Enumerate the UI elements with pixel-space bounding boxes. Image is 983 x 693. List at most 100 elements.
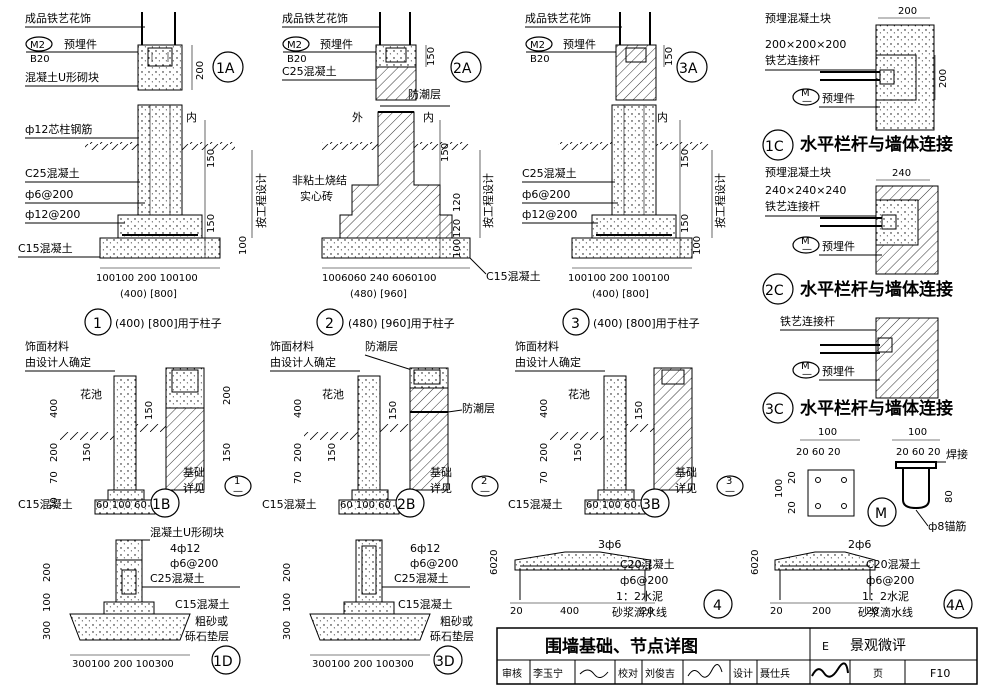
label-c25-2A: C25混凝土 xyxy=(282,64,337,78)
dim-1B-400: 400 xyxy=(49,399,60,418)
label-bars-6-12: 6ф12 xyxy=(410,542,440,555)
detail-M-label: M xyxy=(875,506,887,522)
ref-1B: 1 xyxy=(234,476,240,487)
label-c20-4A: C20混凝土 xyxy=(866,557,921,571)
dim-2-100: 100 xyxy=(452,239,463,258)
caption-1: (400) [800]用于柱子 xyxy=(115,316,222,330)
detail-2B-label: 2B xyxy=(397,497,416,513)
detail-3D-label: 3D xyxy=(435,654,455,670)
detail-2: 防潮层 外 内 非粘土烧结 实心砖 150 120 120 100 按工程设计 … xyxy=(292,87,541,336)
detail-4: 3ф6 C20混凝土 ф6@200 1：2水泥 砂浆滴水线 6020 20 40… xyxy=(489,538,733,619)
detail-1A: 成品铁艺花饰 M2 B20 预埋件 混凝土U形砌块 200 1A xyxy=(25,11,244,91)
check-label: 校对 xyxy=(618,667,638,680)
label-size-200: 200×200×200 xyxy=(765,38,846,51)
label-iron-rod-3C: 铁艺连接杆 xyxy=(780,314,835,328)
dim-M-100: 100 xyxy=(818,427,837,438)
label-gravel-3D: 砾石垫层 xyxy=(430,629,474,643)
label-dash-3C: — xyxy=(802,369,812,380)
dim-4-400: 400 xyxy=(560,606,579,617)
label-c25-1D: C25混凝土 xyxy=(150,571,205,585)
caption-3: (400) [800]用于柱子 xyxy=(593,316,700,330)
dim-M-80: 80 xyxy=(944,490,955,503)
dim-3-bottom: 100100 200 100100 xyxy=(568,273,670,284)
dim-4-6020: 6020 xyxy=(489,550,500,575)
title-block: 围墙基础、节点详图 E 景观微评 审核 李玉宁 校对 刘俊吉 设计 聂仕兵 页 … xyxy=(496,627,978,685)
ref-3B: 3 xyxy=(726,476,732,487)
label-iron-rod-1C: 铁艺连接杆 xyxy=(765,53,820,67)
dim-1B-70: 70 xyxy=(49,471,60,484)
detail-1D-label: 1D xyxy=(213,654,233,670)
dim-1A-200: 200 xyxy=(195,61,206,80)
dim-M-20a: 20 xyxy=(787,471,798,484)
detail-3D: 6ф12 ф6@200 C25混凝土 C15混凝土 粗砂或 砾石垫层 200 1… xyxy=(282,539,474,675)
ref-2B: 2 xyxy=(481,476,487,487)
dim-1B-150b: 150 xyxy=(144,401,155,420)
detail-3A-label: 3A xyxy=(679,61,698,77)
dim-4A-6020: 6020 xyxy=(750,550,761,575)
label-sand-1D: 粗砂或 xyxy=(195,615,228,628)
detail-2C-label: 2C xyxy=(765,283,784,299)
detail-2C: 预埋混凝土块 240×240×240 铁艺连接杆 240 M — 预埋件 2C … xyxy=(762,165,953,305)
label-stirrup-1D: ф6@200 xyxy=(170,557,218,570)
dim-4-20a: 20 xyxy=(510,606,523,617)
check-name: 刘俊吉 xyxy=(645,667,675,680)
label-u-block: 混凝土U形砌块 xyxy=(25,70,99,84)
detail-3A: 成品铁艺花饰 M2 B20 预埋件 150 3A xyxy=(525,11,708,101)
dim-1-150a: 150 xyxy=(206,149,217,168)
detail-3: 外 内 C25混凝土 ф6@200 ф12@200 150 150 100 按工… xyxy=(522,104,727,336)
detail-1C-label: 1C xyxy=(765,139,784,155)
label-dash-2C: — xyxy=(802,244,812,255)
label-brick-1: 非粘土烧结 xyxy=(292,173,347,187)
dim-M-20b: 20 xyxy=(787,501,798,514)
label-finish-1B-2: 由设计人确定 xyxy=(25,355,91,369)
label-c15-1D: C15混凝土 xyxy=(175,597,230,611)
label-finish-3B-2: 由设计人确定 xyxy=(515,355,581,369)
detail-1C: 预埋混凝土块 200×200×200 铁艺连接杆 200 200 M — 预埋件… xyxy=(762,6,953,161)
label-embedded: 预埋件 xyxy=(64,38,97,51)
ref-2B-dash: — xyxy=(480,486,490,497)
label-stirrup-3D: ф6@200 xyxy=(410,557,458,570)
label-ornament: 成品铁艺花饰 xyxy=(25,11,91,25)
label-stirrup-4: ф6@200 xyxy=(620,574,668,587)
dim-3D-200: 200 xyxy=(282,563,293,582)
label-damp-2B-1: 防潮层 xyxy=(365,339,398,353)
detail-M: 100 20 60 20 100 20 20 100 20 60 20 焊接 8… xyxy=(774,427,968,533)
label-damp-2B-2: 防潮层 xyxy=(462,401,495,415)
page-label: 页 xyxy=(873,668,883,680)
label-per-design-3: 按工程设计 xyxy=(713,173,727,228)
dim-1C-200: 200 xyxy=(898,6,917,17)
detail-2A-label: 2A xyxy=(453,61,472,77)
dim-1B-150c: 150 xyxy=(222,443,233,462)
label-stirrup-3: ф6@200 xyxy=(522,188,570,201)
dim-2B-70: 70 xyxy=(293,471,304,484)
label-b20-3: B20 xyxy=(530,54,550,65)
dim-3-100: 100 xyxy=(692,236,703,255)
label-embedded-1C: 预埋件 xyxy=(822,92,855,105)
label-base-2B-2: 详见 xyxy=(430,481,452,495)
title-code: E xyxy=(822,640,829,653)
label-per-design-1: 按工程设计 xyxy=(254,173,268,228)
dim-1B-200: 200 xyxy=(49,443,60,462)
label-mortar-4: 1：2水泥 xyxy=(616,590,663,603)
sheet-title: 围墙基础、节点详图 xyxy=(545,636,698,657)
label-flower-2B: 花池 xyxy=(322,388,344,401)
title-1C: 水平栏杆与墙体连接 xyxy=(800,134,953,155)
detail-4A: 2ф6 C20混凝土 ф6@200 1：2水泥 砂浆滴水线 6020 20 20… xyxy=(750,538,973,619)
dim-3-paren: (400) [800] xyxy=(592,289,649,300)
label-flower-3B: 花池 xyxy=(568,388,590,401)
label-c15-3B: C15混凝土 xyxy=(508,497,563,511)
detail-2A: 成品铁艺花饰 M2 B20 预埋件 C25混凝土 150 2A xyxy=(282,11,482,101)
dim-1-bottom: 100100 200 100100 xyxy=(96,273,198,284)
detail-1B: 饰面材料 由设计人确定 花池 400 200 70 70 150 150 200… xyxy=(18,339,252,518)
label-c15-1B: C15混凝土 xyxy=(18,497,73,511)
dim-2-bottom: 1006060 240 6060100 xyxy=(322,273,437,284)
label-bars-2-6: 2ф6 xyxy=(848,538,871,551)
dim-3B-150: 150 xyxy=(573,443,584,462)
label-anchor: ф8锚筋 xyxy=(928,519,966,533)
label-m-1C: M xyxy=(801,88,810,99)
label-finish-2B-2: 由设计人确定 xyxy=(270,355,336,369)
dim-4A-20b: 20 xyxy=(866,606,879,617)
dim-1C-200v: 200 xyxy=(938,69,949,88)
dim-1B-bottom: 60 100 60 xyxy=(96,500,147,511)
